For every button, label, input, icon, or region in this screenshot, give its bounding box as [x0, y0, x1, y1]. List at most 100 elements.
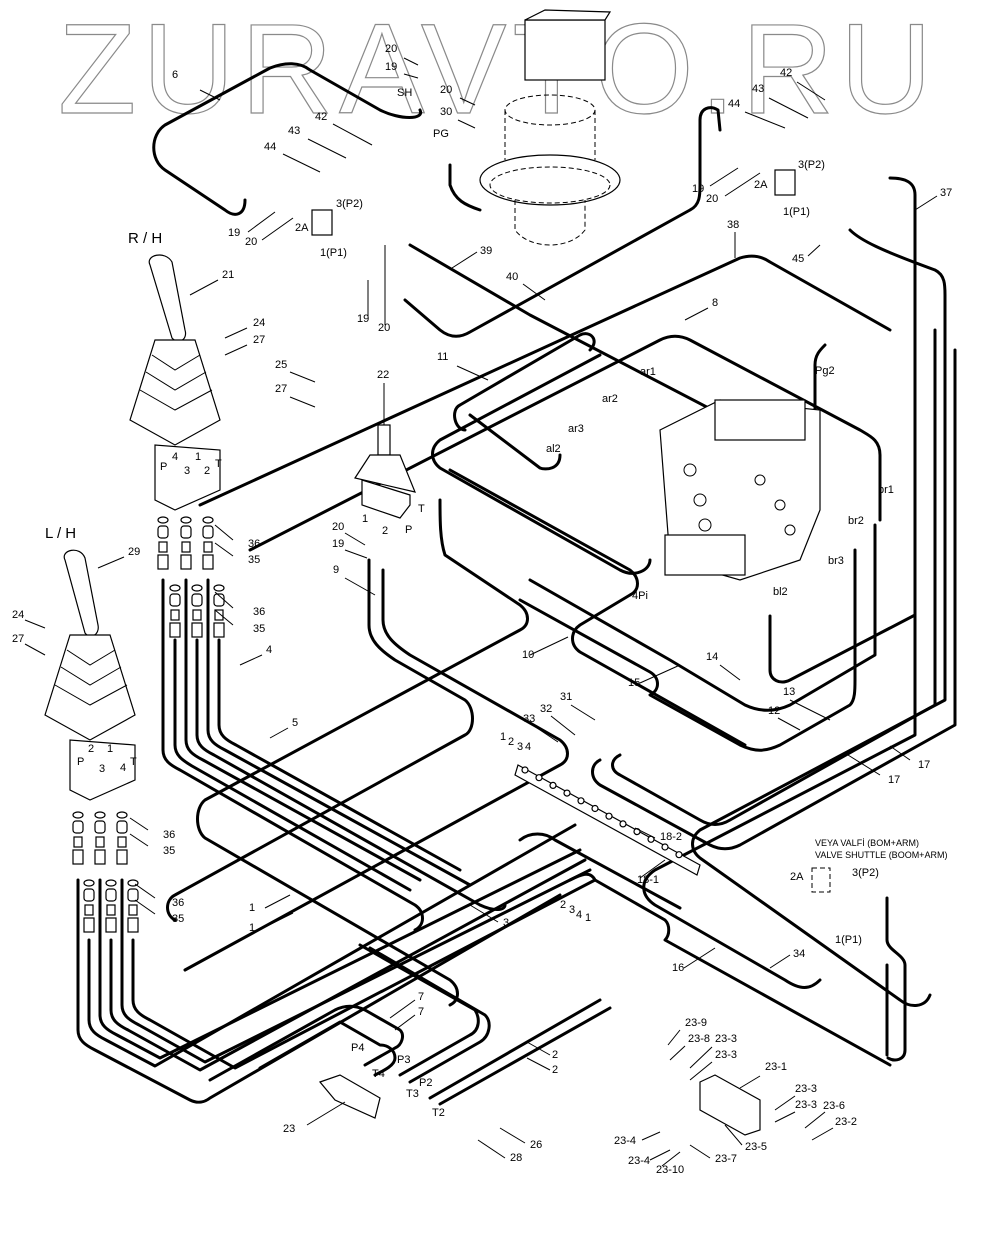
leader-line: [807, 244, 821, 257]
hose-12: [518, 548, 857, 752]
hose-fitting: [72, 811, 84, 865]
hose-13: [528, 523, 877, 712]
callout-23-4: 23-4: [614, 1135, 636, 1147]
leader-line: [247, 211, 276, 233]
hose-9b: [183, 568, 569, 972]
leader-line: [526, 1057, 551, 1071]
hose-rh-5: [206, 578, 472, 887]
leader-line: [214, 591, 234, 609]
callout-43: 43: [752, 83, 764, 95]
hose-fitting: [94, 811, 106, 865]
bracket-hole: [521, 766, 529, 774]
callout-p: P: [405, 524, 412, 536]
section-label-left-handle: L / H: [45, 525, 76, 542]
leader-line: [709, 167, 739, 187]
hose-40: [403, 106, 722, 338]
hose-11a: [431, 353, 652, 575]
callout-36: 36: [253, 606, 265, 618]
leader-line: [689, 1144, 711, 1159]
manifold-23-1: [699, 1074, 761, 1136]
callout-35: 35: [253, 623, 265, 635]
callout-ar2: ar2: [602, 393, 618, 405]
callout-3-p2-: 3(P2): [852, 867, 879, 879]
callout-3: 3: [517, 741, 523, 753]
leader-line: [264, 894, 291, 909]
leader-line: [847, 754, 881, 776]
callout-bl2: bl2: [773, 586, 788, 598]
leader-line: [550, 715, 576, 736]
callout-br1: br1: [878, 484, 894, 496]
callout-23-5: 23-5: [745, 1141, 767, 1153]
callout-18-1: 18-1: [637, 874, 659, 886]
leader-line: [403, 73, 419, 79]
leader-line: [214, 609, 234, 626]
leader-line: [129, 817, 149, 831]
hose-38: [198, 254, 892, 507]
callout-44: 44: [728, 98, 740, 110]
shuttle-valve-right: [774, 169, 796, 196]
leader-line: [264, 912, 294, 928]
callout-23-3: 23-3: [795, 1083, 817, 1095]
callout-23-4: 23-4: [628, 1155, 650, 1167]
leader-line: [189, 279, 219, 296]
callout-2a: 2A: [295, 222, 309, 234]
hose-fitting: [180, 516, 192, 570]
leader-line: [774, 1111, 796, 1123]
callout-6: 6: [172, 69, 178, 81]
leader-line: [199, 89, 221, 101]
callout-16: 16: [672, 962, 684, 974]
leader-line: [522, 283, 546, 301]
callout-12: 12: [768, 705, 780, 717]
callout-36: 36: [163, 829, 175, 841]
components: [44, 9, 831, 1136]
leader-line: [526, 1041, 551, 1056]
callout-42: 42: [315, 111, 327, 123]
hose-rh-4: [195, 638, 507, 911]
callout-36: 36: [172, 897, 184, 909]
leader-line: [214, 542, 234, 557]
hose-34: [568, 872, 892, 1067]
callout-1: 1: [362, 513, 368, 525]
hose-6: [152, 62, 423, 216]
callout-pg2: Pg2: [815, 365, 835, 377]
leader-line: [684, 307, 709, 321]
bracket-hole: [675, 851, 683, 859]
hose-lh-6: [131, 878, 597, 1070]
hose-shuttle-a: [885, 896, 907, 1062]
callout-37: 37: [940, 187, 952, 199]
hose-7b: [258, 1020, 397, 1077]
hose-fitting: [213, 584, 225, 638]
leader-line: [689, 1046, 713, 1069]
shuttle-valve-bottom: [811, 867, 831, 893]
leader-line: [744, 111, 786, 129]
callout-1: 1: [585, 912, 591, 924]
bracket-hole: [549, 781, 557, 790]
hose-8: [248, 334, 882, 552]
callout-2: 2: [204, 465, 210, 477]
callout-9: 9: [333, 564, 339, 576]
callout-br2: br2: [848, 515, 864, 527]
hose-p3b: [368, 946, 491, 1084]
leader-line: [24, 619, 46, 629]
callout-t: T: [418, 503, 425, 515]
leader-line: [683, 947, 716, 969]
callout-42: 42: [780, 67, 792, 79]
hose-fitting: [169, 584, 181, 638]
leader-line: [667, 1029, 681, 1046]
callout-29: 29: [128, 546, 140, 558]
bracket-hole: [535, 774, 543, 782]
callout-5: 5: [292, 717, 298, 729]
leader-line: [289, 396, 316, 408]
callout-sh: SH: [397, 87, 412, 99]
callout-14: 14: [706, 651, 718, 663]
bracket-hole: [563, 789, 571, 797]
leader-line: [97, 556, 125, 569]
hose-pg: [448, 163, 482, 212]
hose-fitting: [127, 879, 139, 933]
hose-2b: [438, 1006, 612, 1106]
leader-line: [641, 1131, 661, 1141]
callout-ar1: ar1: [640, 366, 656, 378]
leader-line: [639, 859, 666, 879]
